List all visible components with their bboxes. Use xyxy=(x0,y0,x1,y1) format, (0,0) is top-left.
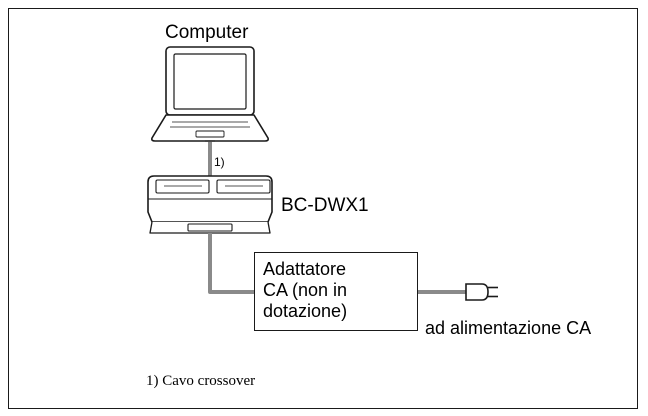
power-plug-icon xyxy=(465,283,498,301)
dock-model-label: BC-DWX1 xyxy=(281,195,369,216)
power-source-label: ad alimentazione CA xyxy=(425,318,592,338)
ac-adapter-box: Adattatore CA (non in dotazione) xyxy=(254,252,418,331)
computer-label: Computer xyxy=(165,22,249,43)
dc-cable xyxy=(208,233,254,294)
laptop-icon xyxy=(151,46,269,142)
adapter-label-line: dotazione) xyxy=(263,301,348,321)
cable-footnote-marker: 1) xyxy=(214,155,225,169)
diagram-frame xyxy=(8,8,638,409)
footnote: 1) Cavo crossover xyxy=(146,373,256,389)
charger-dock-icon xyxy=(147,175,273,234)
adapter-label-line: Adattatore xyxy=(263,259,347,279)
adapter-label-line: CA (non in xyxy=(263,280,348,300)
